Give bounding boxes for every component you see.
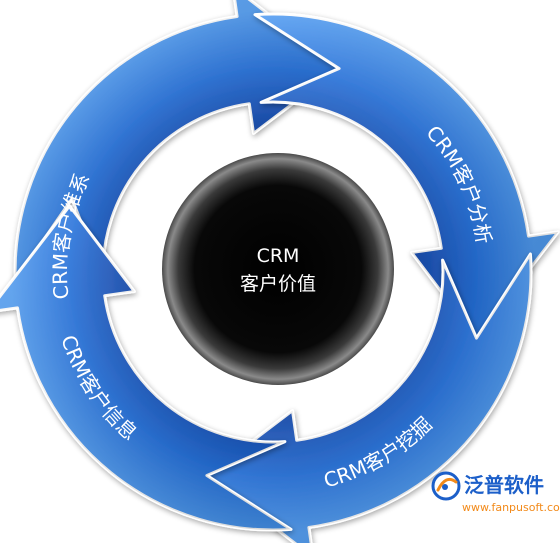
center-title-line2: 客户价值	[240, 273, 316, 295]
brand-name: 泛普软件	[464, 473, 544, 497]
arrow-mining-to-info-gloss	[206, 254, 531, 543]
center-circle-disc	[162, 153, 394, 385]
brand-logo-icon	[431, 471, 461, 501]
watermark: 泛普软件 www.fanpusoft.com	[431, 471, 560, 514]
center-title-line1: CRM	[257, 245, 300, 267]
center-circle: CRM 客户价值	[162, 153, 394, 385]
brand-url: www.fanpusoft.com	[462, 501, 560, 514]
arrow-analysis-to-mining-gloss	[255, 13, 559, 339]
arrow-retention-to-analysis-gloss	[15, 0, 340, 281]
arrow-info-to-retention-gloss	[0, 205, 291, 530]
